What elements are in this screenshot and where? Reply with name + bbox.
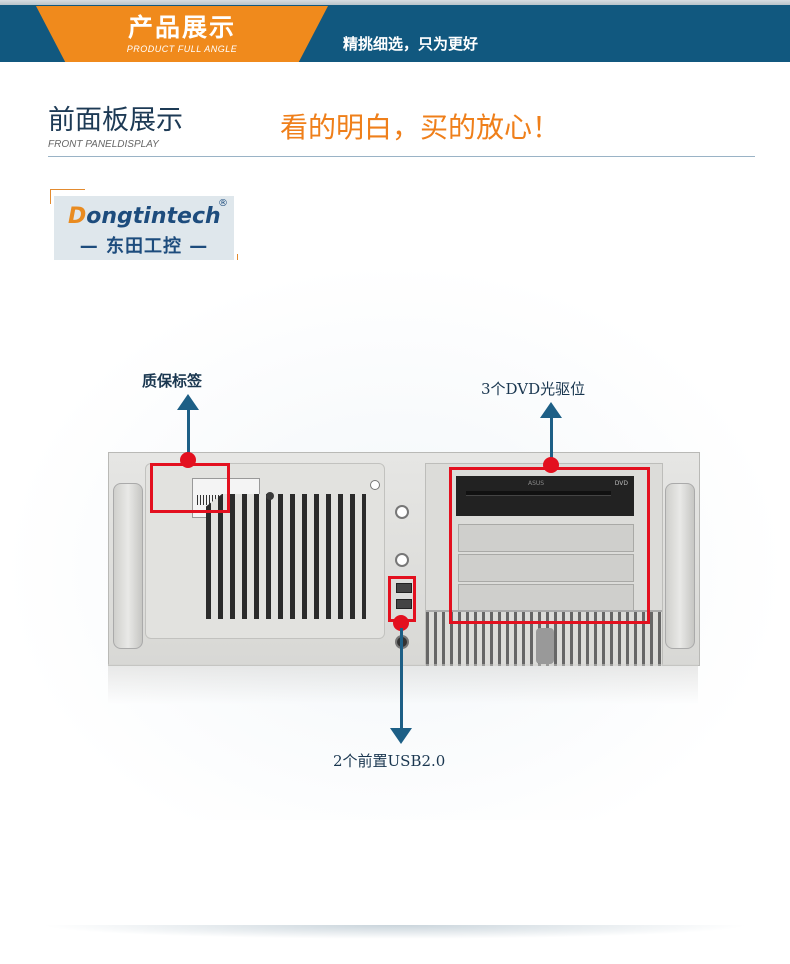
banner-slogan: 精挑细选，只为更好	[343, 35, 479, 53]
logo-chinese-name: — 东田工控 —	[79, 236, 209, 257]
left-front-door	[145, 463, 385, 639]
section-tagline: 看的明白，买的放心！	[280, 111, 561, 144]
right-handle	[665, 483, 695, 649]
screw-icon	[266, 492, 274, 500]
arrow-up-icon	[177, 394, 199, 410]
section-divider	[48, 156, 755, 157]
screw-icon	[370, 480, 380, 490]
banner-subtitle: PRODUCT FULL ANGLE	[126, 44, 238, 54]
chassis-reflection	[108, 664, 698, 704]
power-led-icon	[395, 505, 409, 519]
arrow-down-icon	[390, 728, 412, 744]
dvd-brand: ASUS	[528, 480, 545, 487]
banner-orange-tab	[36, 6, 328, 62]
marker-dot	[393, 615, 409, 631]
arrow-line	[550, 417, 553, 462]
usb-port-icon[interactable]	[396, 599, 412, 609]
air-vent-grille	[206, 494, 366, 619]
warranty-highlight-box	[150, 463, 230, 513]
drive-bay-area: ASUS DVD	[425, 463, 663, 666]
warranty-label-caption: 质保标签	[142, 372, 203, 390]
bottom-shadow	[40, 925, 750, 939]
header-banner: 产品展示 PRODUCT FULL ANGLE 精挑细选，只为更好	[0, 0, 790, 62]
dvd-label-caption: 3个DVD光驱位	[481, 380, 586, 398]
drive-bay-cover	[458, 524, 634, 552]
key-lock-icon	[536, 628, 554, 664]
logo-brand-name: Dongtintech	[68, 204, 221, 229]
arrow-line	[400, 628, 403, 730]
arrow-line	[187, 409, 190, 459]
left-handle	[113, 483, 143, 649]
hdd-led-icon	[395, 553, 409, 567]
dvd-drive: ASUS DVD	[456, 476, 634, 516]
dvd-logo: DVD	[614, 480, 628, 487]
usb-label-caption: 2个前置USB2.0	[333, 752, 446, 770]
dvd-highlight-box	[449, 467, 650, 624]
usb-port-icon[interactable]	[396, 583, 412, 593]
section-title: 前面板展示	[48, 105, 183, 136]
logo-corner-decoration	[50, 189, 85, 204]
banner-top-strip	[0, 0, 790, 5]
banner-title: 产品展示	[127, 13, 236, 42]
drive-bay-cover	[458, 554, 634, 582]
section-subtitle: FRONT PANELDISPLAY	[48, 139, 159, 150]
registered-mark: ®	[218, 198, 228, 209]
arrow-up-icon	[540, 402, 562, 418]
dvd-tray	[466, 491, 611, 496]
brand-logo: Dongtintech ® — 东田工控 —	[50, 189, 238, 269]
